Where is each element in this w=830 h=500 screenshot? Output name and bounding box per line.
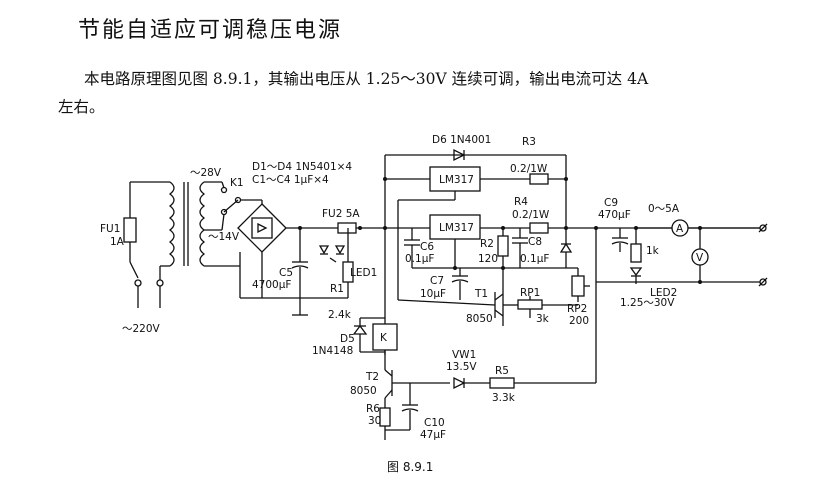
d6-label: D6 1N4001 (432, 134, 491, 146)
t2-transistor: T2 8050 (350, 369, 450, 408)
vw1-label: VW1 (452, 349, 476, 361)
t1-label: T1 (474, 288, 488, 300)
d1-d4-label: D1～D4 1N5401×4 (252, 161, 352, 173)
fu1-label: FU1 (100, 223, 120, 235)
d6-r3-loop: D6 1N4001 (384, 134, 567, 355)
r2-value: 120 (478, 253, 498, 265)
c7-value: 10μF (420, 288, 446, 300)
t2-label: T2 (365, 371, 379, 383)
ammeter: A 0～5A (636, 203, 760, 237)
r3-label: R3 (522, 136, 536, 148)
rp2-value: 200 (569, 315, 589, 327)
d5-label: D5 (340, 333, 355, 345)
c10-value: 47μF (420, 429, 446, 441)
c6-label: C6 (420, 241, 434, 253)
r5-label: R5 (495, 365, 509, 377)
c5-value: 4700μF (252, 279, 291, 291)
c9-value: 470μF (598, 209, 631, 221)
c6-value: 0.1μF (405, 253, 434, 265)
ammeter-range: 0～5A (648, 203, 680, 215)
r4-value: 0.2/1W (512, 209, 550, 221)
r1-label: R1 (330, 283, 344, 295)
c8-capacitor: C8 0.1μF (512, 228, 549, 268)
t1-transistor: T1 8050 RP1 3k (397, 268, 578, 326)
relay-k-label: K (380, 332, 388, 344)
r5-value: 3.3k (492, 392, 516, 404)
led2-label: LED2 (650, 287, 677, 299)
transformer: ～28V ～14V (168, 167, 240, 267)
fu1-rating: 1A (110, 236, 125, 248)
vw1-r5: VW1 13.5V R5 3.3k (446, 349, 596, 404)
c9-capacitor: C9 470μF (598, 197, 631, 252)
r6-label: R6 (366, 403, 380, 415)
r6-value: 30 (368, 415, 381, 427)
c10-label: C10 (424, 417, 445, 429)
fu2-label: FU2 5A (322, 208, 360, 220)
relay-k: K D5 1N4148 (312, 317, 398, 370)
c7-capacitor: C7 10μF (420, 268, 469, 300)
c8-value: 0.1μF (520, 253, 549, 265)
page-title: 节能自适应可调稳压电源 (78, 18, 343, 43)
r2-resistor: R2 120 (478, 228, 509, 268)
zener-diode (559, 228, 573, 268)
body-paragraph-line1: 本电路原理图见图 8.9.1，其输出电压从 1.25～30V 连续可调，输出电流… (84, 70, 649, 88)
lm317-top: LM317 R3 0.2/1W (383, 136, 568, 300)
vout-range: 1.25～30V (620, 297, 675, 309)
rp1-label: RP1 (520, 287, 540, 299)
mains-voltage-label: ～220V (122, 323, 161, 335)
r2-label: R2 (480, 238, 494, 250)
lm317-bottom-label: LM317 (439, 222, 474, 234)
c9-label: C9 (604, 197, 618, 209)
voltmeter: V (691, 226, 709, 284)
sec-high-label: ～28V (190, 167, 222, 179)
t1-type: 8050 (466, 313, 493, 325)
c5-label: C5 (279, 267, 293, 279)
voltmeter-symbol: V (696, 252, 704, 264)
k1-contact: K1 (220, 177, 263, 231)
output-terminals: 1.25～30V (596, 223, 768, 309)
bridge-rectifier: D1～D4 1N5401×4 C1～C4 1μF×4 (237, 161, 352, 298)
r3-value: 0.2/1W (510, 163, 548, 175)
c7-label: C7 (430, 275, 444, 287)
rp1-value: 3k (536, 313, 550, 325)
sec-low-label: ～14V (208, 231, 240, 243)
c6-capacitor: C6 0.1μF (404, 228, 434, 268)
t2-type: 8050 (350, 385, 377, 397)
led1-indicator: LED1 R1 2.4k (318, 228, 377, 321)
figure-caption: 图 8.9.1 (387, 460, 434, 474)
rp2-label: RP2 (567, 303, 587, 315)
r1-value: 2.4k (328, 309, 352, 321)
c8-label: C8 (528, 236, 542, 248)
r4-label: R4 (514, 196, 528, 208)
c1-c4-label: C1～C4 1μF×4 (252, 174, 329, 186)
r-1k-label: 1k (646, 245, 660, 257)
vw1-value: 13.5V (446, 361, 477, 373)
d5-type: 1N4148 (312, 345, 353, 357)
r6-c10: R6 30 C10 47μF (366, 383, 446, 441)
body-paragraph-line2: 左右。 (58, 98, 105, 116)
led1-label: LED1 (350, 267, 377, 279)
c5-capacitor: C5 4700μF (252, 228, 309, 315)
ammeter-symbol: A (676, 223, 684, 235)
led2-indicator: 1k LED2 (629, 228, 677, 299)
lm317-top-label: LM317 (439, 174, 474, 186)
rp2-pot: RP2 200 (567, 268, 590, 327)
k1-label: K1 (230, 177, 244, 189)
mains-input: FU1 1A ～220V (100, 181, 170, 335)
fu2-and-rail: FU2 5A (298, 208, 430, 234)
